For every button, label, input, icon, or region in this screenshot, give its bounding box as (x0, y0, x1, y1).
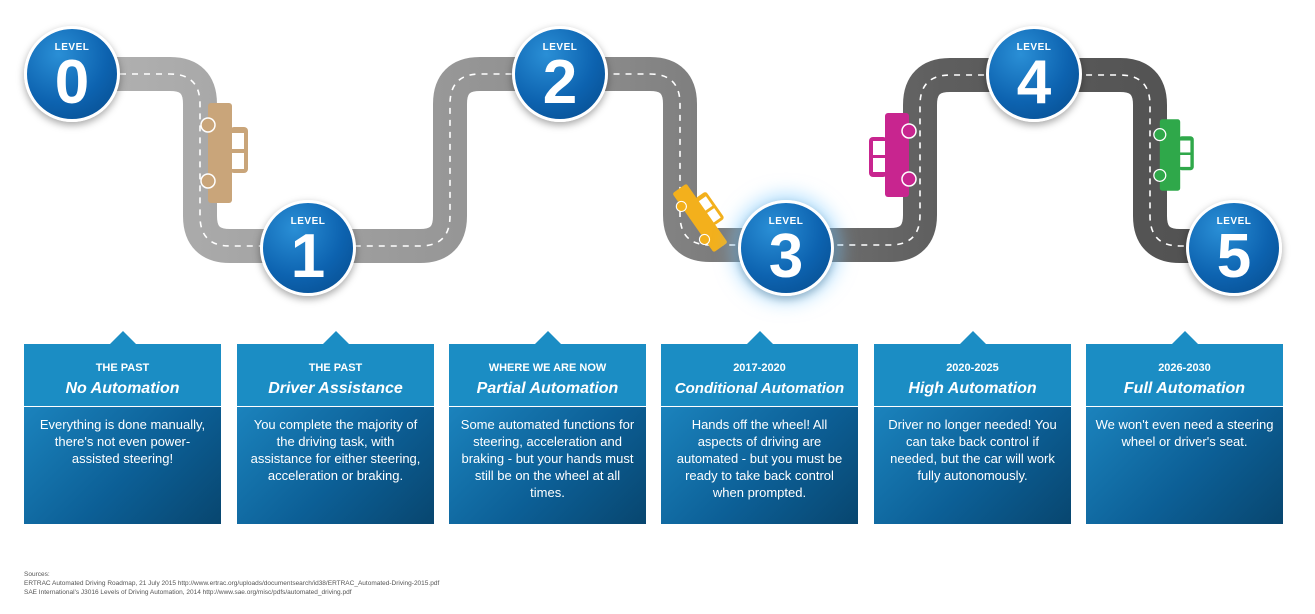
card-pointer (747, 331, 773, 344)
card-body: Hands off the wheel! All aspects of driv… (661, 407, 858, 524)
level-circle: LEVEL 0 (24, 26, 120, 122)
level-circle: LEVEL 4 (986, 26, 1082, 122)
level-number: 1 (290, 222, 326, 291)
car-icon (1153, 119, 1194, 191)
level-number: 4 (1016, 48, 1052, 117)
card-header: WHERE WE ARE NOW Partial Automation (449, 344, 646, 406)
car-icon (673, 184, 727, 252)
level-4-card: 2020-2025 High Automation Driver no long… (874, 331, 1071, 524)
card-description: You complete the majority of the driving… (250, 417, 421, 483)
card-header: 2017-2020 Conditional Automation (661, 344, 858, 406)
level-number: 2 (542, 48, 578, 117)
card-pointer (110, 331, 136, 344)
card-era: 2026-2030 (1158, 362, 1211, 374)
level-label: LEVEL (1016, 42, 1052, 53)
level-circle: LEVEL 5 (1186, 200, 1282, 296)
card-body: You complete the majority of the driving… (237, 407, 434, 524)
level-number: 0 (54, 48, 90, 117)
level-label: LEVEL (1216, 216, 1252, 227)
card-era: 2017-2020 (733, 362, 786, 374)
sources-footnote: Sources: ERTRAC Automated Driving Roadma… (24, 570, 439, 597)
card-header: THE PAST Driver Assistance (237, 344, 434, 406)
car-icon (200, 103, 248, 203)
card-header: 2020-2025 High Automation (874, 344, 1071, 406)
level-number: 3 (768, 222, 804, 291)
source-line: SAE International's J3016 Levels of Driv… (24, 589, 352, 596)
level-circle: LEVEL 1 (260, 200, 356, 296)
level-number: 5 (1216, 222, 1252, 291)
card-pointer (1172, 331, 1198, 344)
level-4-marker: LEVEL 4 (986, 26, 1082, 122)
level-2-card: WHERE WE ARE NOW Partial Automation Some… (449, 331, 646, 524)
level-circle: LEVEL 2 (512, 26, 608, 122)
level-label: LEVEL (290, 216, 326, 227)
card-era: THE PAST (95, 362, 150, 374)
car-icon (869, 113, 917, 197)
level-3-marker: LEVEL 3 (738, 200, 834, 296)
card-header: 2026-2030 Full Automation (1086, 344, 1283, 406)
card-title: No Automation (65, 380, 180, 397)
card-title: Driver Assistance (268, 380, 403, 397)
card-era: WHERE WE ARE NOW (488, 362, 607, 374)
card-body: We won't even need a steering wheel or d… (1086, 407, 1283, 524)
card-body: Some automated functions for steering, a… (449, 407, 646, 524)
sources-heading: Sources: (24, 571, 50, 578)
card-header: THE PAST No Automation (24, 344, 221, 406)
card-description: Everything is done manually, there's not… (39, 417, 206, 466)
card-title: Conditional Automation (674, 380, 845, 397)
card-body: Driver no longer needed! You can take ba… (874, 407, 1071, 524)
level-label: LEVEL (54, 42, 90, 53)
level-0-marker: LEVEL 0 (24, 26, 120, 122)
level-circle: LEVEL 3 (738, 200, 834, 296)
level-3-card: 2017-2020 Conditional Automation Hands o… (661, 331, 858, 524)
level-1-card: THE PAST Driver Assistance You complete … (237, 331, 434, 524)
card-body: Everything is done manually, there's not… (24, 407, 221, 524)
level-5-card: 2026-2030 Full Automation We won't even … (1086, 331, 1283, 524)
card-description: Some automated functions for steering, a… (460, 417, 635, 500)
level-0-card: THE PAST No Automation Everything is don… (24, 331, 221, 524)
road-center-line (72, 73, 1234, 247)
level-label: LEVEL (542, 42, 578, 53)
level-2-marker: LEVEL 2 (512, 26, 608, 122)
card-pointer (323, 331, 349, 344)
card-pointer (960, 331, 986, 344)
card-era: 2020-2025 (946, 362, 999, 374)
card-era: THE PAST (308, 362, 363, 374)
card-title: High Automation (908, 380, 1037, 397)
level-5-marker: LEVEL 5 (1186, 200, 1282, 296)
card-title: Partial Automation (476, 380, 619, 397)
level-1-marker: LEVEL 1 (260, 200, 356, 296)
card-description: Hands off the wheel! All aspects of driv… (676, 417, 843, 500)
card-description: Driver no longer needed! You can take ba… (888, 417, 1057, 483)
level-label: LEVEL (768, 216, 804, 227)
card-pointer (535, 331, 561, 344)
card-title: Full Automation (1123, 380, 1246, 397)
source-line: ERTRAC Automated Driving Roadmap, 21 Jul… (24, 580, 440, 587)
card-description: We won't even need a steering wheel or d… (1095, 417, 1274, 449)
